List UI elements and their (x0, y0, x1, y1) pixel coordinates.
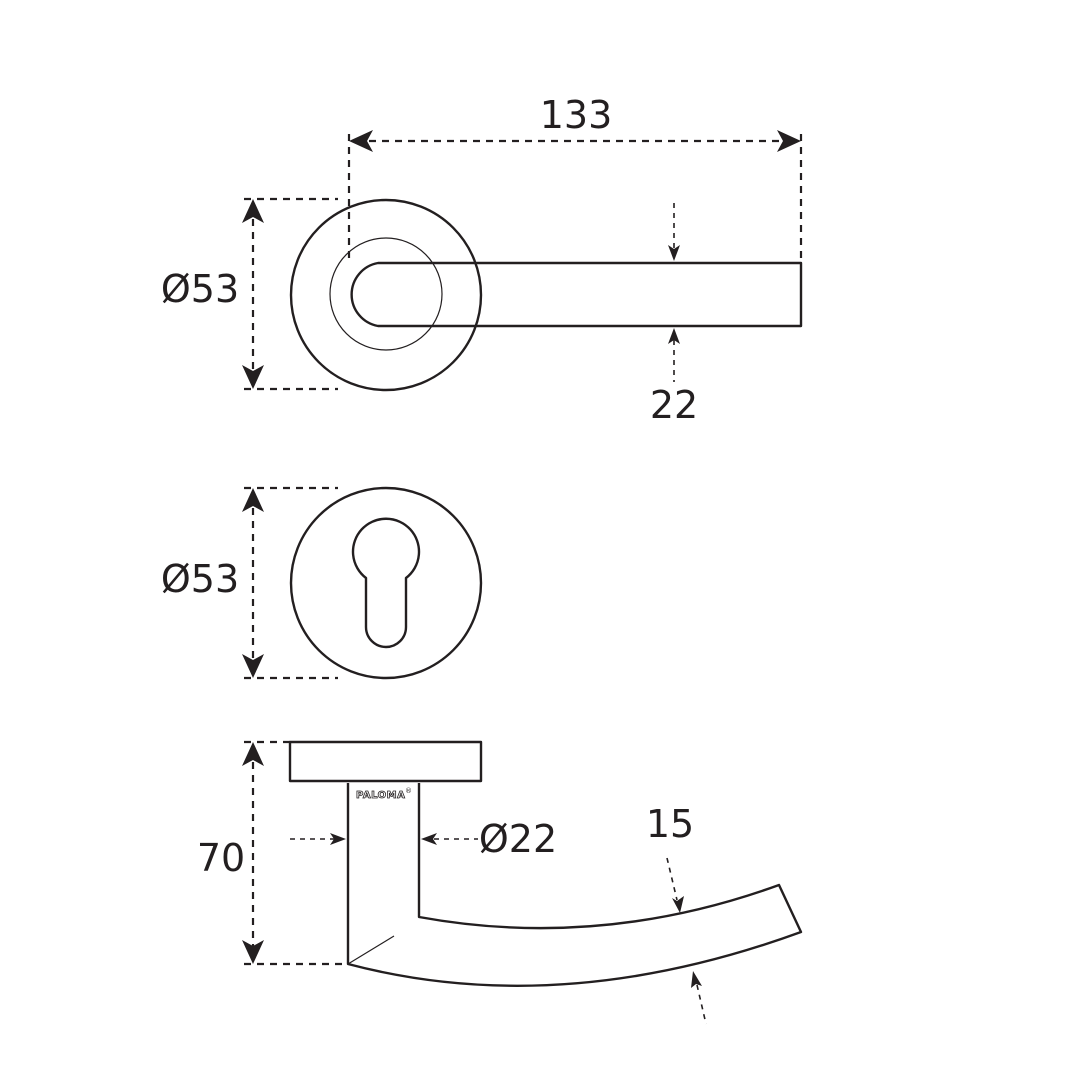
dim-escutcheon-arrow-up (242, 488, 264, 512)
dim-escutcheon-arrow-down (242, 654, 264, 678)
dim-15-line-top (666, 857, 678, 901)
dim-rose-top-label: Ø53 (161, 267, 239, 311)
dim-70-arrow-up (242, 742, 264, 766)
dim-133-arrow-right (777, 130, 801, 152)
brand-registered-mark: ® (405, 787, 412, 795)
escutcheon-outer (289, 486, 483, 680)
side-view: PALOMA ® 70 Ø22 15 (197, 740, 803, 1025)
dim-spindle-arrow-left (330, 833, 346, 845)
dim-escutcheon-label: Ø53 (161, 557, 239, 601)
rose-inner (329, 237, 443, 351)
dim-rose-top-arrow-up (242, 199, 264, 223)
rose-profile (288, 740, 483, 783)
dim-133-label: 133 (540, 93, 613, 137)
lever-shading-line (347, 935, 395, 965)
dim-spindle-arrow-right (421, 833, 437, 845)
escutcheon-view: Ø53 (161, 486, 483, 680)
dim-15-line-bottom (696, 984, 707, 1025)
top-view: 133 Ø53 22 (161, 93, 803, 427)
dim-15-arrow-bottom (691, 971, 702, 988)
brand-name: PALOMA (356, 790, 405, 801)
dim-15-label: 15 (646, 802, 694, 846)
dim-70-arrow-down (242, 940, 264, 964)
dim-22-arrow-bottom (668, 328, 680, 344)
keyhole (351, 517, 421, 649)
dim-70-label: 70 (197, 836, 245, 880)
rose-outer (289, 198, 483, 392)
lever-profile (346, 783, 803, 987)
dim-spindle-label: Ø22 (479, 817, 557, 861)
dim-rose-top-arrow-down (242, 365, 264, 389)
lever-bar (350, 261, 803, 328)
dim-22-arrow-top (668, 245, 680, 261)
dim-133-arrow-left (349, 130, 373, 152)
dim-15-arrow-top (672, 896, 684, 913)
dim-22-label: 22 (650, 383, 698, 427)
